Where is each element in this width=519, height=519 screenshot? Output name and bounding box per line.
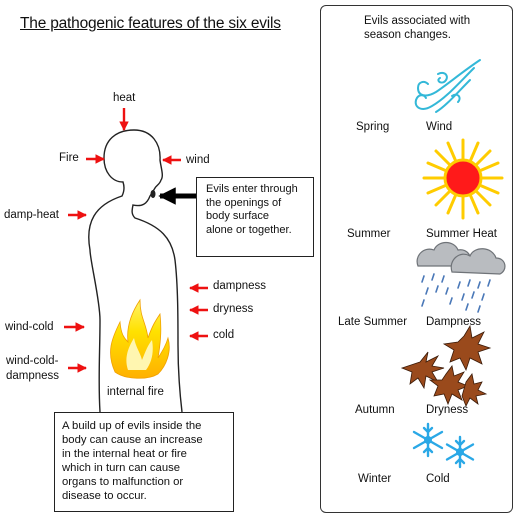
entry-line-2: the openings of (206, 196, 282, 209)
season-autumn: Autumn (355, 404, 395, 416)
snowflake-icon (412, 422, 475, 469)
label-wind-cold-dampness: wind-cold- (6, 355, 59, 367)
buildup-line-3: in the internal heat or fire (62, 448, 187, 460)
evil-cold: Cold (426, 473, 450, 485)
mouth (150, 190, 156, 198)
season-late-summer: Late Summer (338, 316, 408, 328)
body-outline (88, 129, 183, 413)
buildup-line-4: which in turn can cause (62, 462, 181, 474)
buildup-line-5: organs to malfunction or (62, 476, 184, 488)
season-spring: Spring (356, 121, 390, 133)
season-heading: Evils associated with season changes. (364, 14, 470, 42)
sun-icon (422, 138, 504, 220)
season-winter: Winter (358, 473, 392, 485)
dry-leaves-icon (400, 324, 492, 407)
label-dryness: dryness (213, 303, 254, 315)
evil-dampness: Dampness (426, 316, 481, 328)
buildup-info-box: A build up of evils inside the body can … (54, 412, 234, 512)
label-internal-fire: internal fire (107, 386, 164, 398)
label-wind-cold: wind-cold (5, 321, 54, 333)
entry-line-3: body surface (206, 210, 269, 222)
label-wind: wind (186, 154, 210, 166)
wind-swirl-icon (414, 59, 481, 113)
buildup-line-1: A build up of evils inside the (62, 420, 202, 432)
diagram-title: The pathogenic features of the six evils (20, 15, 281, 32)
evil-dryness: Dryness (426, 404, 469, 416)
entry-info-box: Evils enter through the openings of body… (196, 177, 314, 257)
label-dampness: dampness (213, 280, 267, 292)
label-fire: Fire (59, 152, 79, 164)
internal-fire-icon (110, 298, 170, 379)
season-summer: Summer (347, 228, 391, 240)
arrows (64, 108, 208, 373)
label-cold: cold (213, 329, 235, 341)
season-heading-2: season changes. (364, 29, 451, 41)
label-heat: heat (113, 92, 136, 104)
rain-cloud-icon (416, 241, 506, 313)
evil-wind: Wind (426, 121, 453, 133)
label-damp-heat: damp-heat (4, 209, 59, 221)
buildup-line-6: disease to occur. (62, 490, 147, 502)
entry-line-1: Evils enter through (206, 183, 298, 195)
season-panel (320, 5, 513, 513)
season-heading-1: Evils associated with (364, 15, 471, 27)
entry-line-4: alone or together. (206, 223, 292, 236)
evil-summer-heat: Summer Heat (426, 228, 497, 240)
label-wind-cold-dampness-2: dampness (6, 370, 60, 382)
buildup-line-2: body can cause an increase (62, 434, 203, 446)
